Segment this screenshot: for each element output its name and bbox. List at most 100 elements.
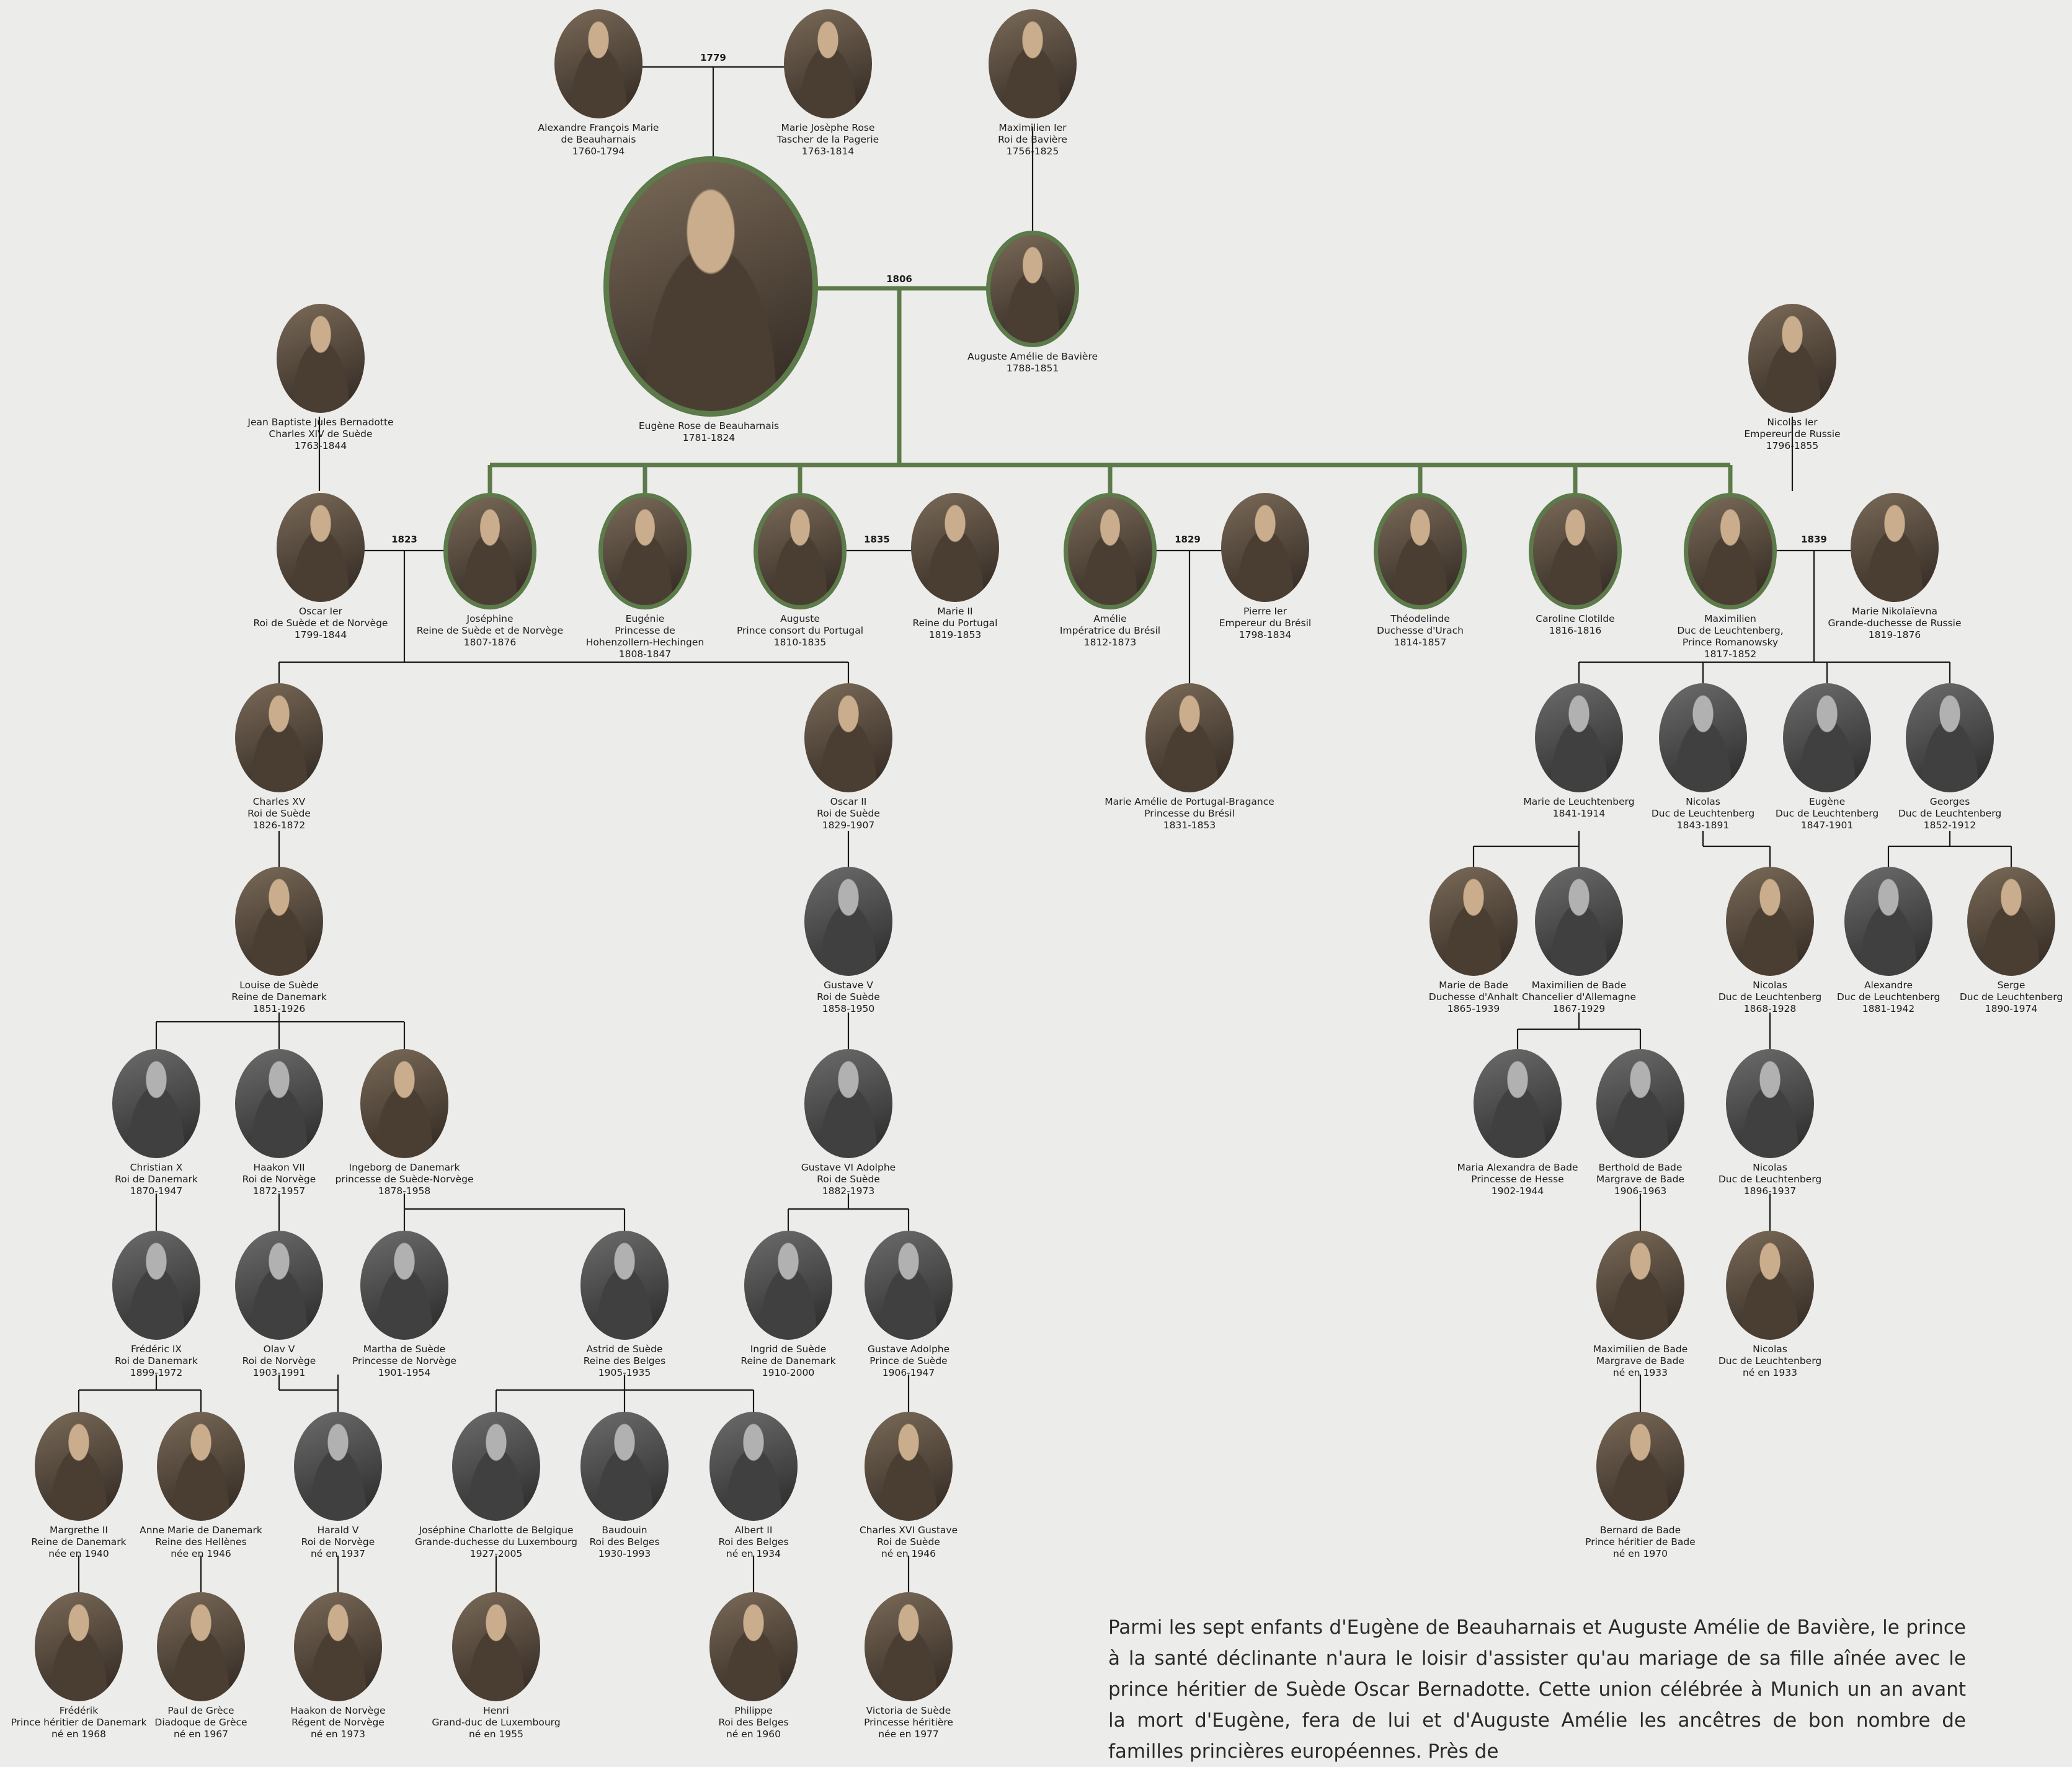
caption-line: né en 1933 bbox=[1742, 1367, 1798, 1378]
caption-line: 1843-1891 bbox=[1676, 820, 1730, 831]
portrait bbox=[1748, 304, 1836, 413]
caption-line: Charles XVI Gustave bbox=[859, 1525, 958, 1536]
caption-line: 1878-1958 bbox=[378, 1185, 431, 1197]
portrait bbox=[1596, 1412, 1684, 1521]
caption-line: 1756-1825 bbox=[1006, 146, 1059, 157]
caption-line: Ingrid de Suède bbox=[750, 1344, 827, 1355]
caption-line: de Beauharnais bbox=[561, 134, 636, 145]
portrait bbox=[1596, 1231, 1684, 1340]
caption-line: Joséphine bbox=[466, 613, 514, 624]
caption-line: 1819-1853 bbox=[928, 629, 982, 640]
caption-line: Oscar II bbox=[830, 796, 867, 807]
caption-line: Princesse de Norvège bbox=[352, 1355, 457, 1366]
portrait bbox=[554, 9, 642, 118]
caption-line: Duc de Leuchtenberg bbox=[1775, 808, 1879, 819]
caption-line: Grand-duc de Luxembourg bbox=[432, 1717, 561, 1728]
caption-line: Nicolas bbox=[1753, 1162, 1787, 1173]
caption-line: Harald V bbox=[317, 1525, 359, 1536]
caption-line: 1798-1834 bbox=[1238, 629, 1292, 640]
caption-line: Prince héritier de Bade bbox=[1585, 1536, 1696, 1548]
portrait bbox=[784, 9, 872, 118]
portrait bbox=[580, 1231, 669, 1340]
caption-line: Diadoque de Grèce bbox=[154, 1717, 247, 1728]
caption-line: Duc de Leuchtenberg, bbox=[1677, 625, 1784, 636]
caption-line: Roi de Suède bbox=[817, 808, 880, 819]
caption-line: 1760-1794 bbox=[572, 146, 625, 157]
caption-line: 1808-1847 bbox=[618, 649, 672, 660]
portrait bbox=[443, 493, 536, 609]
caption-line: 1810-1835 bbox=[773, 637, 827, 648]
caption-line: Régent de Norvège bbox=[291, 1717, 385, 1728]
portrait bbox=[1064, 493, 1157, 609]
caption-line: Reine des Belges bbox=[583, 1355, 666, 1366]
portrait bbox=[1726, 1049, 1814, 1158]
caption-line: Maria Alexandra de Bade bbox=[1457, 1162, 1578, 1173]
caption-line: né en 1960 bbox=[726, 1729, 781, 1740]
portrait bbox=[911, 493, 999, 602]
caption-line: Princesse de Hesse bbox=[1471, 1174, 1564, 1185]
portrait bbox=[294, 1412, 382, 1521]
caption-line: Auguste bbox=[780, 613, 820, 624]
caption-line: Eugénie bbox=[625, 613, 665, 624]
portrait bbox=[452, 1412, 540, 1521]
caption-line: Charles XIV de Suède bbox=[269, 428, 373, 440]
caption-line: Marie Amélie de Portugal-Bragance bbox=[1105, 796, 1274, 807]
caption-line: Maximilien Ier bbox=[998, 122, 1067, 133]
portrait bbox=[709, 1412, 798, 1521]
portrait bbox=[1783, 683, 1871, 792]
caption-line: Grande-duchesse de Russie bbox=[1828, 618, 1962, 629]
caption-line: princesse de Suède-Norvège bbox=[335, 1174, 474, 1185]
caption-line: Olav V bbox=[263, 1344, 295, 1355]
caption-line: né en 1934 bbox=[726, 1548, 781, 1559]
caption-line: 1896-1937 bbox=[1743, 1185, 1797, 1197]
caption-line: Duchesse d'Urach bbox=[1377, 625, 1464, 636]
portrait bbox=[1851, 493, 1939, 602]
caption-line: Grande-duchesse du Luxembourg bbox=[414, 1536, 578, 1548]
portrait bbox=[1596, 1049, 1684, 1158]
caption-line: 1851-1926 bbox=[252, 1003, 306, 1014]
portrait bbox=[1535, 683, 1623, 792]
intro-paragraph: Parmi les sept enfants d'Eugène de Beauh… bbox=[1108, 1616, 1966, 1763]
caption-line: Nicolas bbox=[1686, 796, 1720, 807]
portrait bbox=[804, 683, 892, 792]
caption-line: Roi de Suède bbox=[817, 1174, 880, 1185]
caption-line: 1906-1963 bbox=[1614, 1185, 1667, 1197]
caption-line: Louise de Suède bbox=[239, 980, 319, 991]
caption-line: Duc de Leuchtenberg bbox=[1898, 808, 2002, 819]
portrait bbox=[865, 1592, 953, 1701]
portrait bbox=[1726, 1231, 1814, 1340]
caption-line: Margrethe II bbox=[50, 1525, 108, 1536]
portrait bbox=[1474, 1049, 1562, 1158]
portrait bbox=[235, 1231, 323, 1340]
